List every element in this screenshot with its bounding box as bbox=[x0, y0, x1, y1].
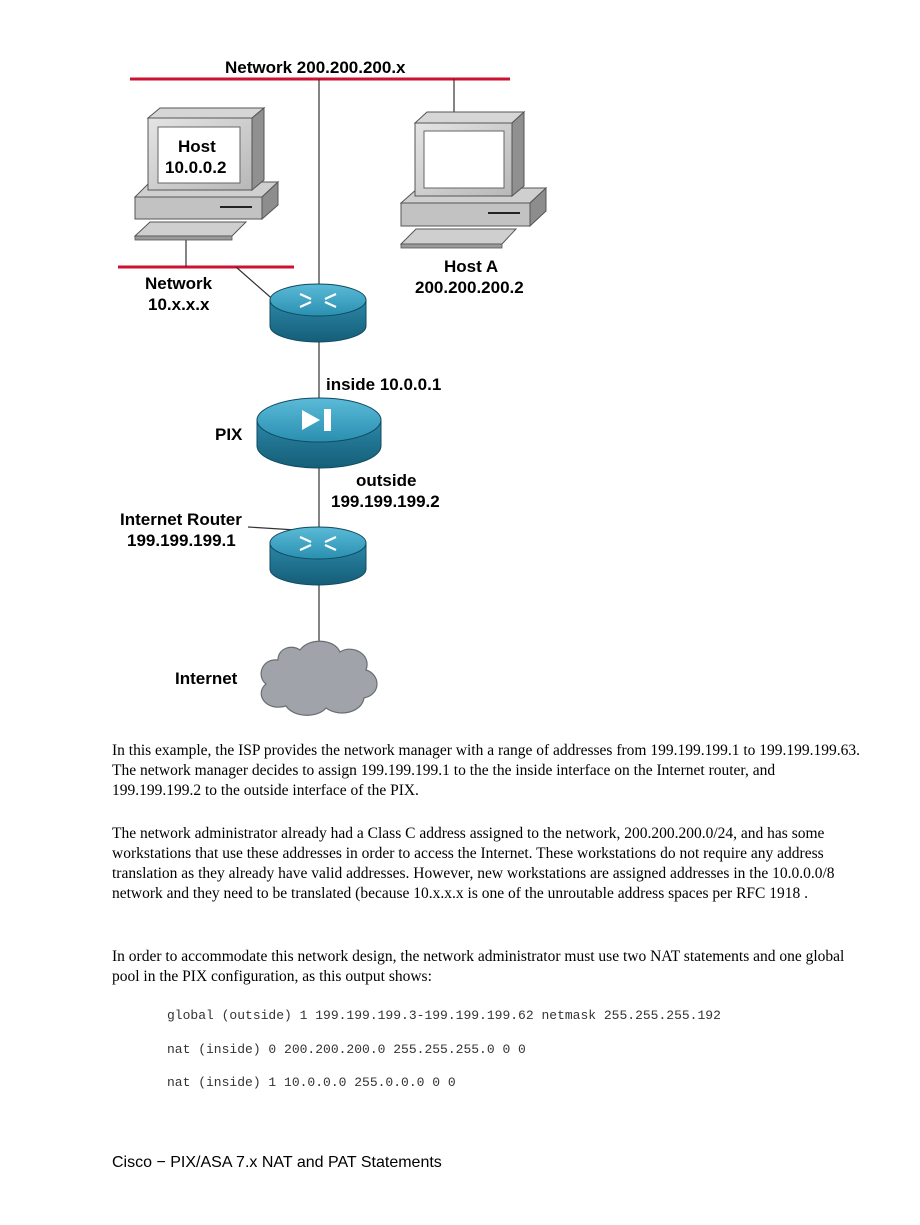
host-name-label: Host bbox=[178, 137, 216, 156]
code-line-nat-0: nat (inside) 0 200.200.200.0 255.255.255… bbox=[167, 1042, 526, 1057]
network-diagram: Network 200.200.200.x Host 10.0.0.2 bbox=[118, 58, 548, 716]
outside-interface-label-line1: outside bbox=[356, 471, 416, 490]
page-footer: Cisco − PIX/ASA 7.x NAT and PAT Statemen… bbox=[112, 1154, 442, 1171]
network-10-label-line2: 10.x.x.x bbox=[148, 295, 210, 314]
inside-interface-label: inside 10.0.0.1 bbox=[326, 375, 441, 394]
internet-router-icon bbox=[269, 526, 367, 586]
host-a-ip-label: 200.200.200.2 bbox=[415, 278, 524, 297]
network-10-label-line1: Network bbox=[145, 274, 213, 293]
host-workstation-icon bbox=[133, 106, 280, 241]
outside-interface-label-line2: 199.199.199.2 bbox=[331, 492, 440, 511]
host-ip-label: 10.0.0.2 bbox=[165, 158, 226, 177]
pix-firewall-icon bbox=[256, 397, 382, 469]
pix-label: PIX bbox=[215, 425, 243, 444]
internet-router-label-line2: 199.199.199.1 bbox=[127, 531, 236, 550]
inside-router-icon bbox=[269, 283, 367, 343]
paragraph-class-c: The network administrator already had a … bbox=[112, 825, 835, 902]
host-a-name-label: Host A bbox=[444, 257, 498, 276]
network-200-label: Network 200.200.200.x bbox=[225, 58, 406, 77]
code-line-nat-1: nat (inside) 1 10.0.0.0 255.0.0.0 0 0 bbox=[167, 1075, 456, 1090]
internet-cloud-icon bbox=[260, 640, 378, 716]
paragraph-isp-range: In this example, the ISP provides the ne… bbox=[112, 742, 861, 799]
internet-router-label-line1: Internet Router bbox=[120, 510, 242, 529]
code-line-global: global (outside) 1 199.199.199.3-199.199… bbox=[167, 1008, 721, 1023]
host-a-workstation-icon bbox=[399, 110, 548, 249]
paragraph-nat-design: In order to accommodate this network des… bbox=[112, 948, 845, 985]
internet-label: Internet bbox=[175, 669, 238, 688]
